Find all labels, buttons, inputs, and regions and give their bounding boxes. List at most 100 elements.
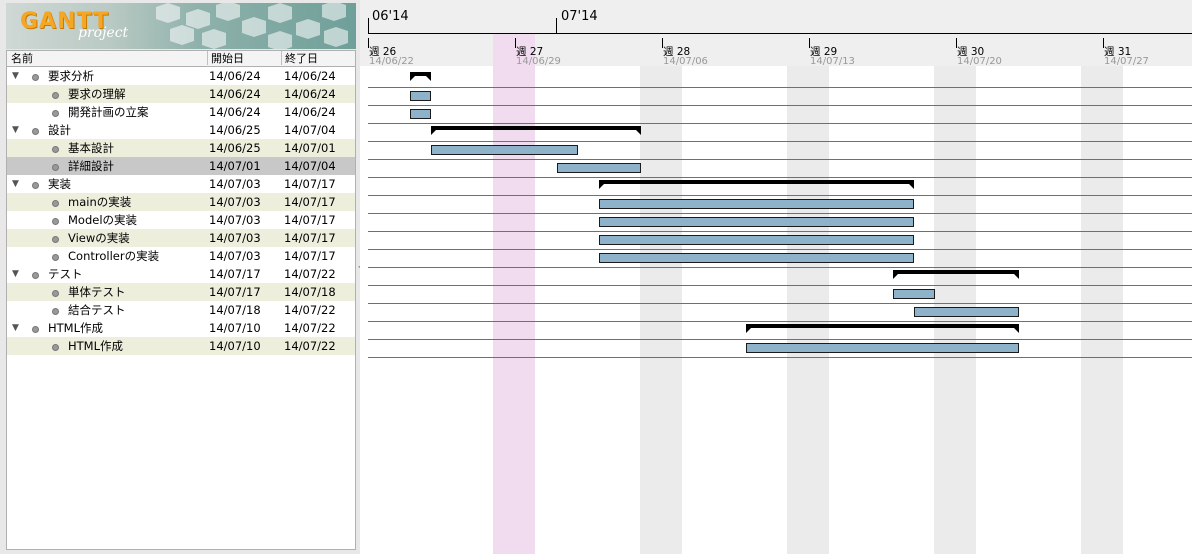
week-date: 14/07/27 [1104, 56, 1149, 67]
task-start-date: 14/07/01 [209, 159, 261, 173]
task-name: 要求の理解 [68, 87, 126, 101]
timeline-body [360, 66, 1192, 554]
task-start-date: 14/07/03 [209, 213, 261, 227]
task-bar[interactable] [599, 235, 914, 245]
task-bar[interactable] [557, 163, 641, 173]
week-date: 14/07/20 [957, 56, 1002, 67]
task-bar[interactable] [410, 91, 431, 101]
summary-bar[interactable] [410, 72, 431, 81]
summary-bar[interactable] [746, 324, 1019, 333]
task-bar[interactable] [746, 343, 1019, 353]
task-bullet-icon [52, 236, 59, 243]
task-bullet-icon [52, 92, 59, 99]
row-grid-line [368, 177, 1192, 178]
task-bar[interactable] [431, 145, 578, 155]
row-grid-line [368, 249, 1192, 250]
expand-toggle-icon[interactable]: ▼ [12, 179, 19, 189]
today-header-highlight [493, 34, 535, 66]
column-header-name[interactable]: 名前 [11, 52, 33, 65]
week-label: 週 26 [369, 46, 397, 58]
month-tick [368, 18, 369, 33]
week-date: 14/06/22 [369, 56, 414, 67]
month-tick [556, 18, 557, 33]
task-bullet-icon [52, 308, 59, 315]
task-end-date: 14/07/01 [284, 141, 336, 155]
row-grid-line [368, 195, 1192, 196]
task-end-date: 14/07/22 [284, 321, 336, 335]
task-name: 設計 [48, 123, 71, 137]
task-start-date: 14/06/25 [209, 141, 261, 155]
task-end-date: 14/07/22 [284, 339, 336, 353]
task-name: Controllerの実装 [68, 249, 160, 263]
row-grid-line [368, 231, 1192, 232]
row-grid-line [368, 267, 1192, 268]
task-bullet-icon [32, 74, 39, 81]
task-start-date: 14/06/24 [209, 69, 261, 83]
week-tick [515, 38, 516, 48]
week-tick [1103, 38, 1104, 48]
row-grid-line [368, 141, 1192, 142]
task-name: Modelの実装 [68, 213, 138, 227]
month-divider [368, 33, 1192, 34]
expand-toggle-icon[interactable]: ▼ [12, 125, 19, 135]
task-bar[interactable] [410, 109, 431, 119]
task-start-date: 14/07/03 [209, 195, 261, 209]
summary-bar[interactable] [893, 270, 1019, 279]
expand-toggle-icon[interactable]: ▼ [12, 323, 19, 333]
task-name: 実装 [48, 177, 71, 191]
task-bar[interactable] [914, 307, 1019, 317]
task-bullet-icon [52, 164, 59, 171]
task-bullet-icon [32, 272, 39, 279]
summary-bar[interactable] [599, 180, 914, 189]
task-row[interactable]: 要求の理解 14/06/24 14/06/24 [7, 85, 355, 103]
task-end-date: 14/07/04 [284, 159, 336, 173]
week-label: 週 27 [516, 46, 544, 58]
task-end-date: 14/07/18 [284, 285, 336, 299]
task-start-date: 14/06/24 [209, 87, 261, 101]
row-grid-line [368, 213, 1192, 214]
task-bar[interactable] [599, 253, 914, 263]
task-bar[interactable] [599, 217, 914, 227]
row-grid-line [368, 339, 1192, 340]
summary-bar[interactable] [431, 126, 641, 135]
task-end-date: 14/07/17 [284, 213, 336, 227]
week-label: 週 30 [957, 46, 985, 58]
task-bar[interactable] [599, 199, 914, 209]
week-tick [662, 38, 663, 48]
task-start-date: 14/07/18 [209, 303, 261, 317]
task-bullet-icon [32, 128, 39, 135]
column-header-start[interactable]: 開始日 [207, 51, 244, 65]
task-end-date: 14/07/17 [284, 195, 336, 209]
task-row[interactable]: Modelの実装 14/07/03 14/07/17 [7, 211, 355, 229]
task-start-date: 14/06/25 [209, 123, 261, 137]
expand-toggle-icon[interactable]: ▼ [12, 269, 19, 279]
week-date: 14/07/13 [810, 56, 855, 67]
expand-toggle-icon[interactable]: ▼ [12, 71, 19, 81]
month-label: 06'14 [372, 9, 409, 24]
task-end-date: 14/06/24 [284, 87, 336, 101]
task-bullet-icon [32, 326, 39, 333]
column-header-end[interactable]: 終了日 [281, 51, 318, 65]
task-bar[interactable] [893, 289, 935, 299]
week-tick [368, 38, 369, 48]
weekend-column [640, 66, 682, 554]
month-label: 07'14 [561, 9, 598, 24]
task-end-date: 14/06/24 [284, 69, 336, 83]
